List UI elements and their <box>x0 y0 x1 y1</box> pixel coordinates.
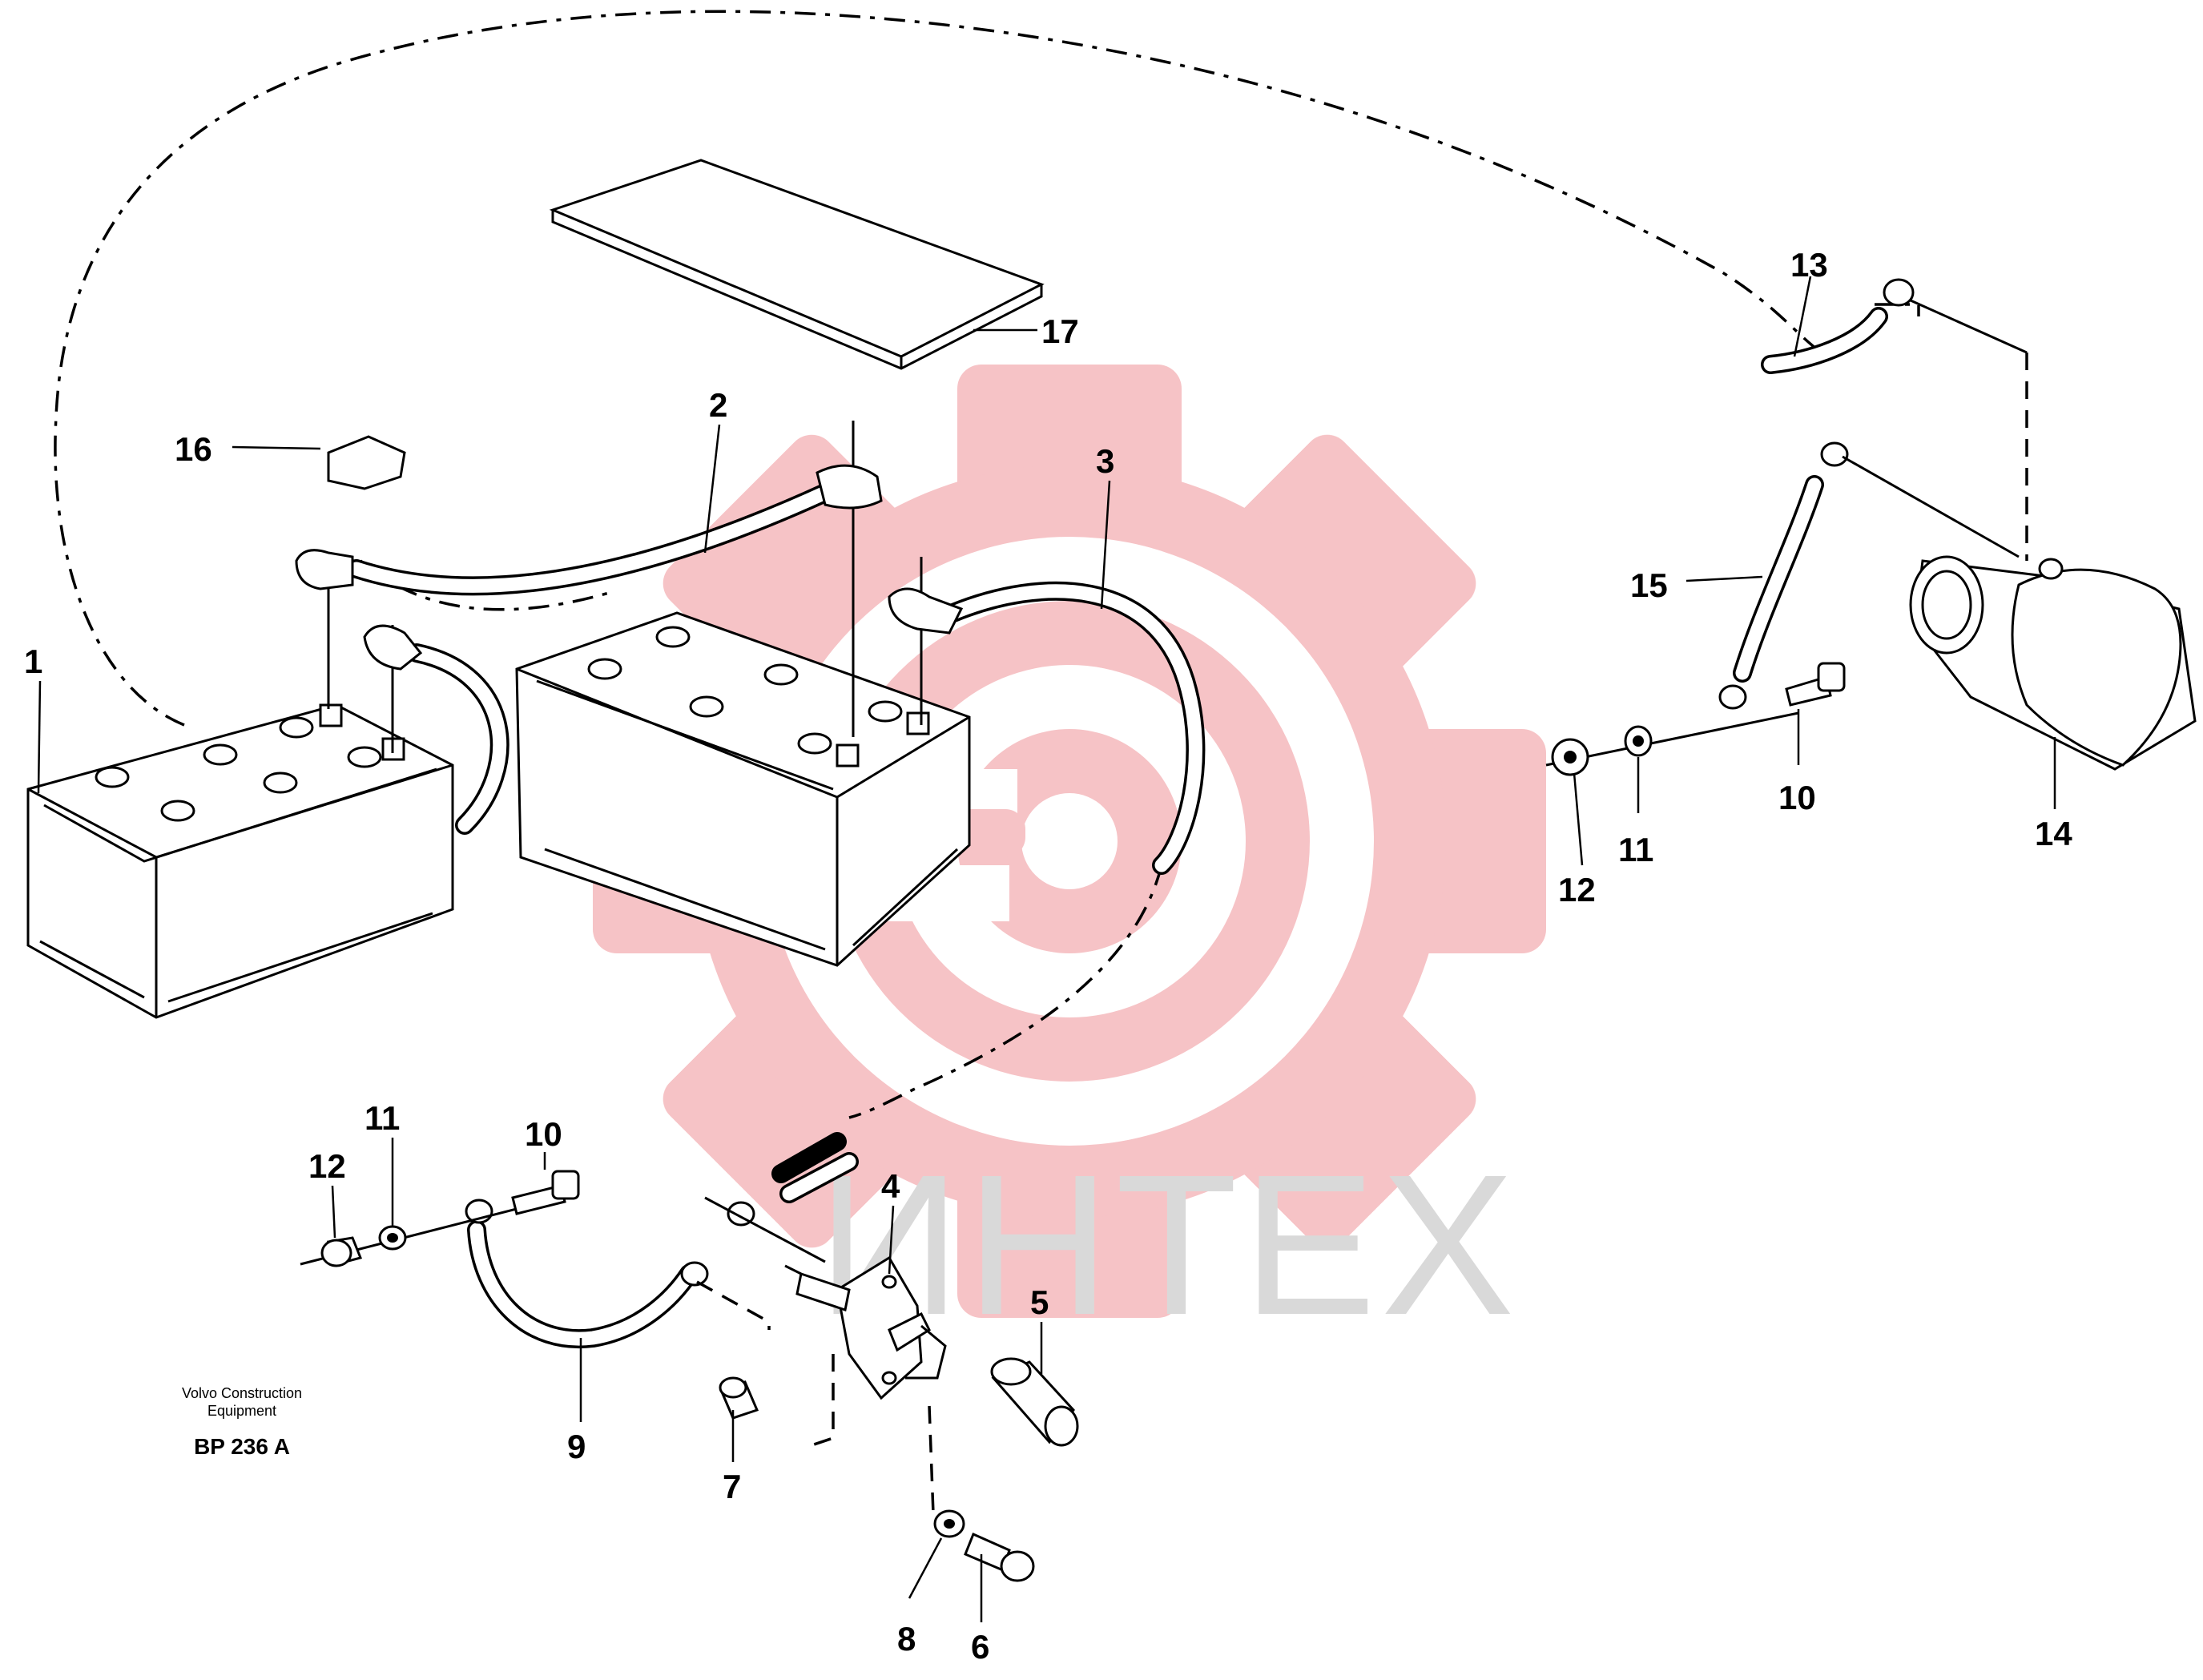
switch-knob <box>990 1357 1079 1447</box>
callout-10-right: 10 <box>1778 779 1816 816</box>
cable-9 <box>300 1199 771 1349</box>
cable-to-switch <box>704 1132 859 1263</box>
callout-16: 16 <box>175 430 212 468</box>
cable-13 <box>1761 278 2028 561</box>
cable-battery-bridge <box>363 624 509 835</box>
cable-15 <box>1545 441 2020 767</box>
callout-10-left: 10 <box>525 1115 562 1153</box>
caption-code: BP 236 A <box>194 1434 290 1459</box>
nut-7 <box>719 1376 759 1420</box>
callout-6: 6 <box>971 1628 989 1666</box>
battery-middle <box>515 611 971 967</box>
battery-cover-plate <box>549 159 1045 370</box>
callout-17: 17 <box>1041 312 1079 350</box>
callout-9: 9 <box>567 1428 586 1465</box>
terminal-cap <box>327 435 406 490</box>
cable-3 <box>888 557 1206 875</box>
caption-line-1: Volvo Construction <box>182 1385 302 1401</box>
leader-lines <box>37 276 2056 1622</box>
callout-15: 15 <box>1630 566 1668 604</box>
caption-line-2: Equipment <box>207 1403 276 1419</box>
callout-14: 14 <box>2035 815 2072 852</box>
starter-motor <box>1909 555 2197 771</box>
callout-12-left: 12 <box>308 1147 346 1185</box>
callout-3: 3 <box>1096 442 1114 480</box>
callout-1: 1 <box>24 643 42 680</box>
callout-8: 8 <box>897 1620 916 1658</box>
callout-7: 7 <box>723 1468 741 1505</box>
callouts: 1 2 3 4 5 6 7 8 9 10 10 11 11 12 12 13 1… <box>24 246 2072 1666</box>
ground-loop-dashdot-line-2 <box>1875 303 1920 316</box>
callout-13: 13 <box>1790 246 1828 284</box>
callout-11-right: 11 <box>1618 831 1653 868</box>
ground-loop-dashdot-line <box>54 10 1835 727</box>
callout-2: 2 <box>709 386 727 424</box>
battery-switch <box>784 1255 947 1515</box>
callout-11-left: 11 <box>364 1099 400 1137</box>
left-hardware <box>320 1170 580 1267</box>
drawing-caption: Volvo Construction Equipment BP 236 A <box>182 1385 302 1459</box>
battery-left <box>26 703 454 1019</box>
bolt-washer-bottom <box>933 1509 1035 1582</box>
watermark-text: ИНТЕХ <box>817 1133 1519 1356</box>
right-hardware <box>1551 662 1846 776</box>
callout-4: 4 <box>881 1167 900 1205</box>
cable-2 <box>295 421 883 737</box>
callout-12-right: 12 <box>1558 871 1596 908</box>
callout-5: 5 <box>1030 1283 1049 1321</box>
